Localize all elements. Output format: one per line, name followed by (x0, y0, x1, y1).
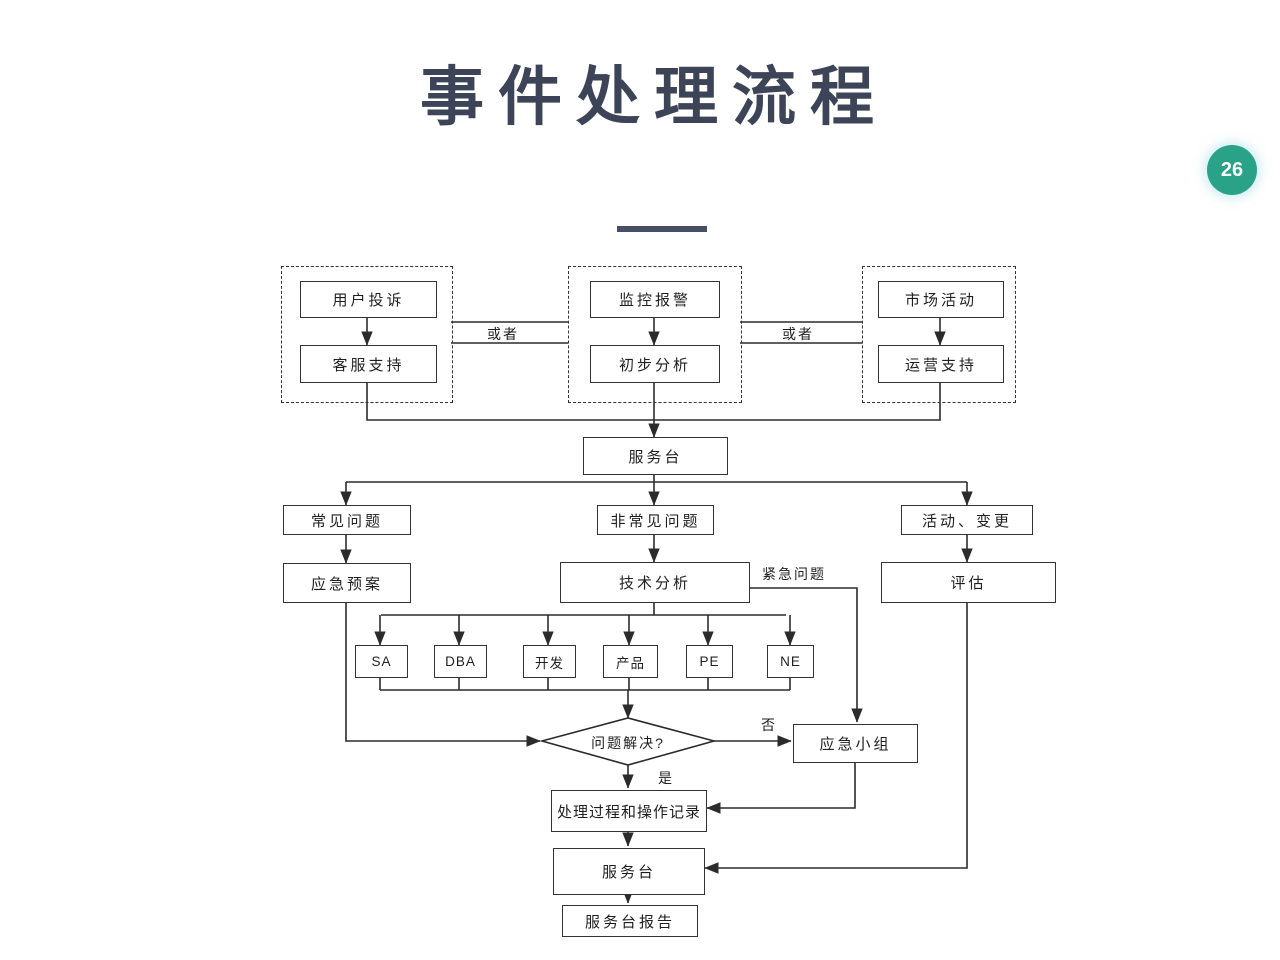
page-number-badge: 26 (1207, 145, 1257, 195)
node-common-issue: 常见问题 (283, 505, 411, 535)
node-emergency-group: 应急小组 (793, 724, 918, 763)
group-monitor-source (568, 266, 742, 403)
page-title: 事件处理流程 (420, 61, 888, 133)
label-no: 否 (761, 717, 777, 733)
node-service-desk-2: 服务台 (553, 848, 705, 895)
title-underline (617, 226, 707, 232)
node-emergency-plan: 应急预案 (283, 563, 411, 603)
node-initial-analysis: 初步分析 (590, 345, 720, 383)
node-team-dev: 开发 (523, 645, 576, 678)
label-yes: 是 (658, 770, 674, 786)
label-or-right: 或者 (782, 326, 814, 342)
node-team-ne: NE (767, 645, 814, 678)
node-team-dba: DBA (434, 645, 487, 678)
node-cs-support: 客服支持 (300, 345, 437, 383)
label-urgent-issue: 紧急问题 (762, 566, 826, 582)
node-team-pe: PE (686, 645, 733, 678)
node-team-product: 产品 (603, 645, 658, 678)
node-tech-analysis: 技术分析 (560, 562, 750, 603)
node-service-desk-report: 服务台报告 (562, 905, 698, 937)
node-service-desk: 服务台 (583, 437, 728, 475)
decision-diamond-shape (538, 717, 718, 766)
node-ops-support: 运营支持 (878, 345, 1004, 383)
node-market-activity: 市场活动 (878, 281, 1004, 318)
node-user-complaint: 用户投诉 (300, 281, 437, 318)
node-team-sa: SA (355, 645, 408, 678)
node-uncommon-issue: 非常见问题 (597, 505, 714, 535)
group-user-source (281, 266, 453, 403)
node-activity-change: 活动、变更 (901, 505, 1033, 535)
node-process-record: 处理过程和操作记录 (551, 790, 707, 832)
group-market-source (862, 266, 1016, 403)
decision-problem-solved: 问题解决? (591, 735, 665, 751)
node-evaluation: 评估 (881, 562, 1056, 603)
label-or-left: 或者 (487, 326, 519, 342)
node-monitor-alarm: 监控报警 (590, 281, 720, 318)
